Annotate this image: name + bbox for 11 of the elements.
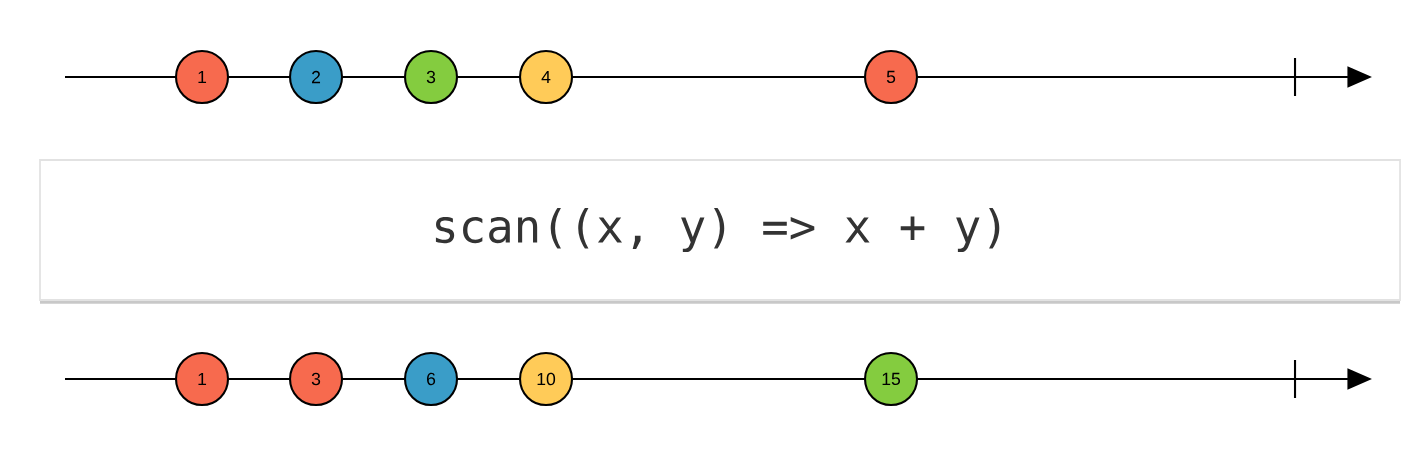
marble: 2 [288,49,344,105]
marble: 4 [518,49,574,105]
marble: 6 [403,351,459,407]
marble: 15 [863,351,919,407]
marble: 10 [518,351,574,407]
marble: 1 [174,351,230,407]
marble: 3 [288,351,344,407]
marble: 5 [863,49,919,105]
operator-band: scan((x, y) => x + y) [39,159,1401,304]
marble: 1 [174,49,230,105]
marble: 3 [403,49,459,105]
